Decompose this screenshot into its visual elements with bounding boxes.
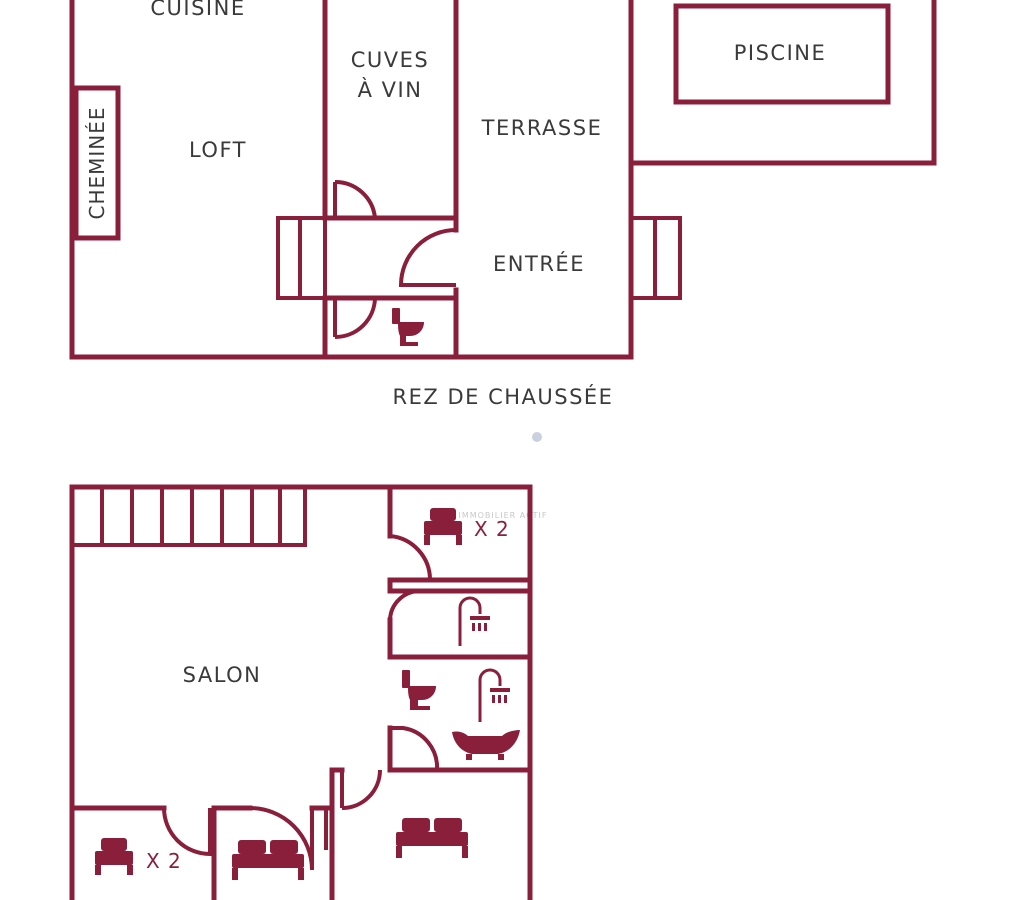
fireplace xyxy=(73,85,121,241)
label-fireplace: CHEMINÉE xyxy=(85,106,109,219)
bathtub-icon xyxy=(452,730,520,760)
label-wine-cellar-2: À VIN xyxy=(358,77,423,102)
double-bed-icon xyxy=(396,818,468,858)
bed-count-bottom-left: X 2 xyxy=(146,849,182,873)
bed-count-top: X 2 xyxy=(474,517,510,541)
door-master-bedroom xyxy=(340,769,382,810)
stairs-upper xyxy=(72,487,307,547)
door-top-bedroom xyxy=(389,534,433,582)
watermark: IMMOBILIER ACTIF xyxy=(458,511,547,520)
bottom-rooms-top-wall xyxy=(69,805,335,900)
cellar-bottom-wall xyxy=(322,215,459,301)
stairs-right xyxy=(631,216,682,300)
label-terrace: TERRASSE xyxy=(481,116,603,140)
double-bed-icon-bottom xyxy=(232,840,304,880)
toilet-icon xyxy=(392,308,424,346)
label-salon: SALON xyxy=(183,663,262,687)
door-wc xyxy=(333,297,377,339)
shower-icon xyxy=(458,596,490,646)
door-entrance xyxy=(398,228,457,287)
upper-floor: X 2 xyxy=(69,484,533,900)
door-shower-room xyxy=(388,589,421,621)
pager-dot[interactable] xyxy=(532,432,542,442)
door-cellar xyxy=(333,179,377,219)
ground-floor: CUISINE LOFT CHEMINÉE CUVES À VIN TERRAS… xyxy=(69,0,937,409)
label-loft: LOFT xyxy=(189,138,247,162)
toilet-icon-bathroom xyxy=(402,670,436,710)
ground-floor-title: REZ DE CHAUSSÉE xyxy=(393,384,614,409)
label-entrance: ENTRÉE xyxy=(493,251,585,276)
door-bottom-left-bedroom xyxy=(162,807,212,857)
door-bottom-middle-bedroom xyxy=(249,806,314,871)
bed-icon xyxy=(424,508,462,545)
label-wine-cellar-1: CUVES xyxy=(351,48,430,72)
upper-floor-outer-wall xyxy=(69,484,533,900)
label-pool: PISCINE xyxy=(734,41,827,65)
ground-floor-outer-wall xyxy=(69,0,937,360)
stairs-left xyxy=(276,216,327,300)
label-kitchen: CUISINE xyxy=(150,0,245,20)
door-bathroom xyxy=(390,726,440,771)
pool xyxy=(673,3,891,105)
bed-icon-bottom-left xyxy=(95,838,133,875)
shower-icon-bathroom xyxy=(478,668,510,722)
